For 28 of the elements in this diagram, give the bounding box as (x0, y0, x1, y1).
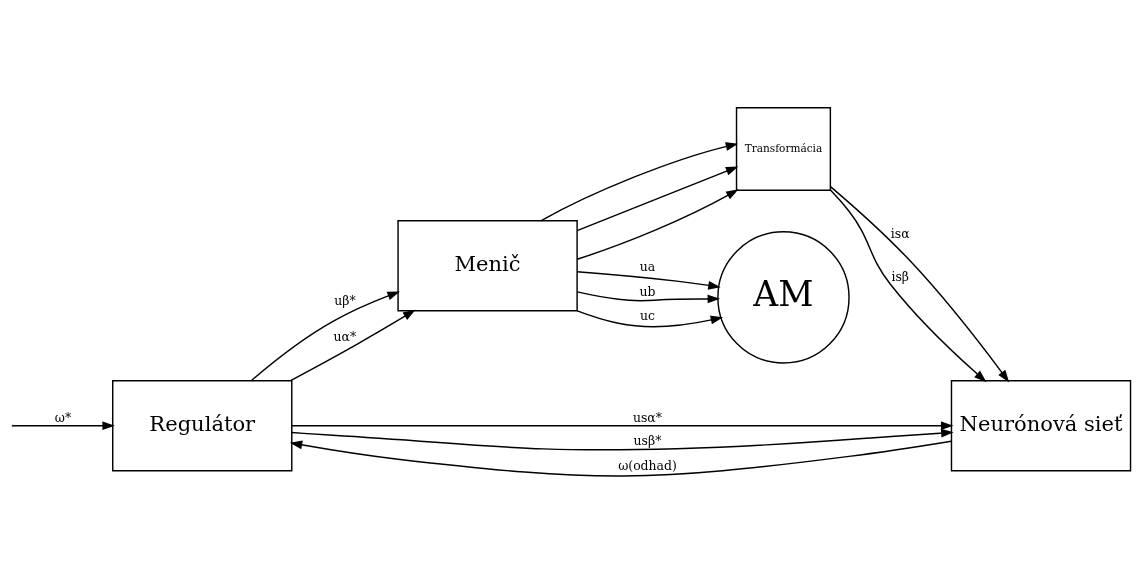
node-box: Menič (397, 220, 578, 312)
edge-label: usβ* (633, 433, 662, 449)
edge-label: isβ (891, 268, 910, 284)
arrow (576, 189, 739, 260)
edge-label: isα (890, 226, 910, 242)
arrow (576, 166, 739, 232)
arrow (250, 291, 400, 382)
node-box: Transformácia (735, 107, 832, 191)
edge-label: ua (639, 258, 656, 274)
arrow (576, 271, 721, 290)
arrow (289, 309, 416, 382)
edge-label: ω(odhad) (618, 458, 677, 474)
node-box: Regulátor (112, 380, 293, 472)
edge-label: ω* (54, 410, 72, 426)
edge-label: usα* (632, 410, 662, 426)
arrow (289, 440, 952, 477)
arrow (12, 421, 115, 431)
edge-label: uβ* (334, 293, 356, 309)
arrow (576, 310, 724, 328)
arrow (576, 291, 721, 304)
node-box: Neurónová sieť (950, 380, 1132, 472)
edge-label: uα* (333, 328, 357, 344)
edge-label: ub (639, 283, 656, 299)
node-circle: AM (717, 231, 850, 364)
edge-label: uc (639, 307, 655, 323)
arrow (540, 142, 739, 222)
arrow (291, 421, 954, 431)
arrow (291, 428, 954, 451)
